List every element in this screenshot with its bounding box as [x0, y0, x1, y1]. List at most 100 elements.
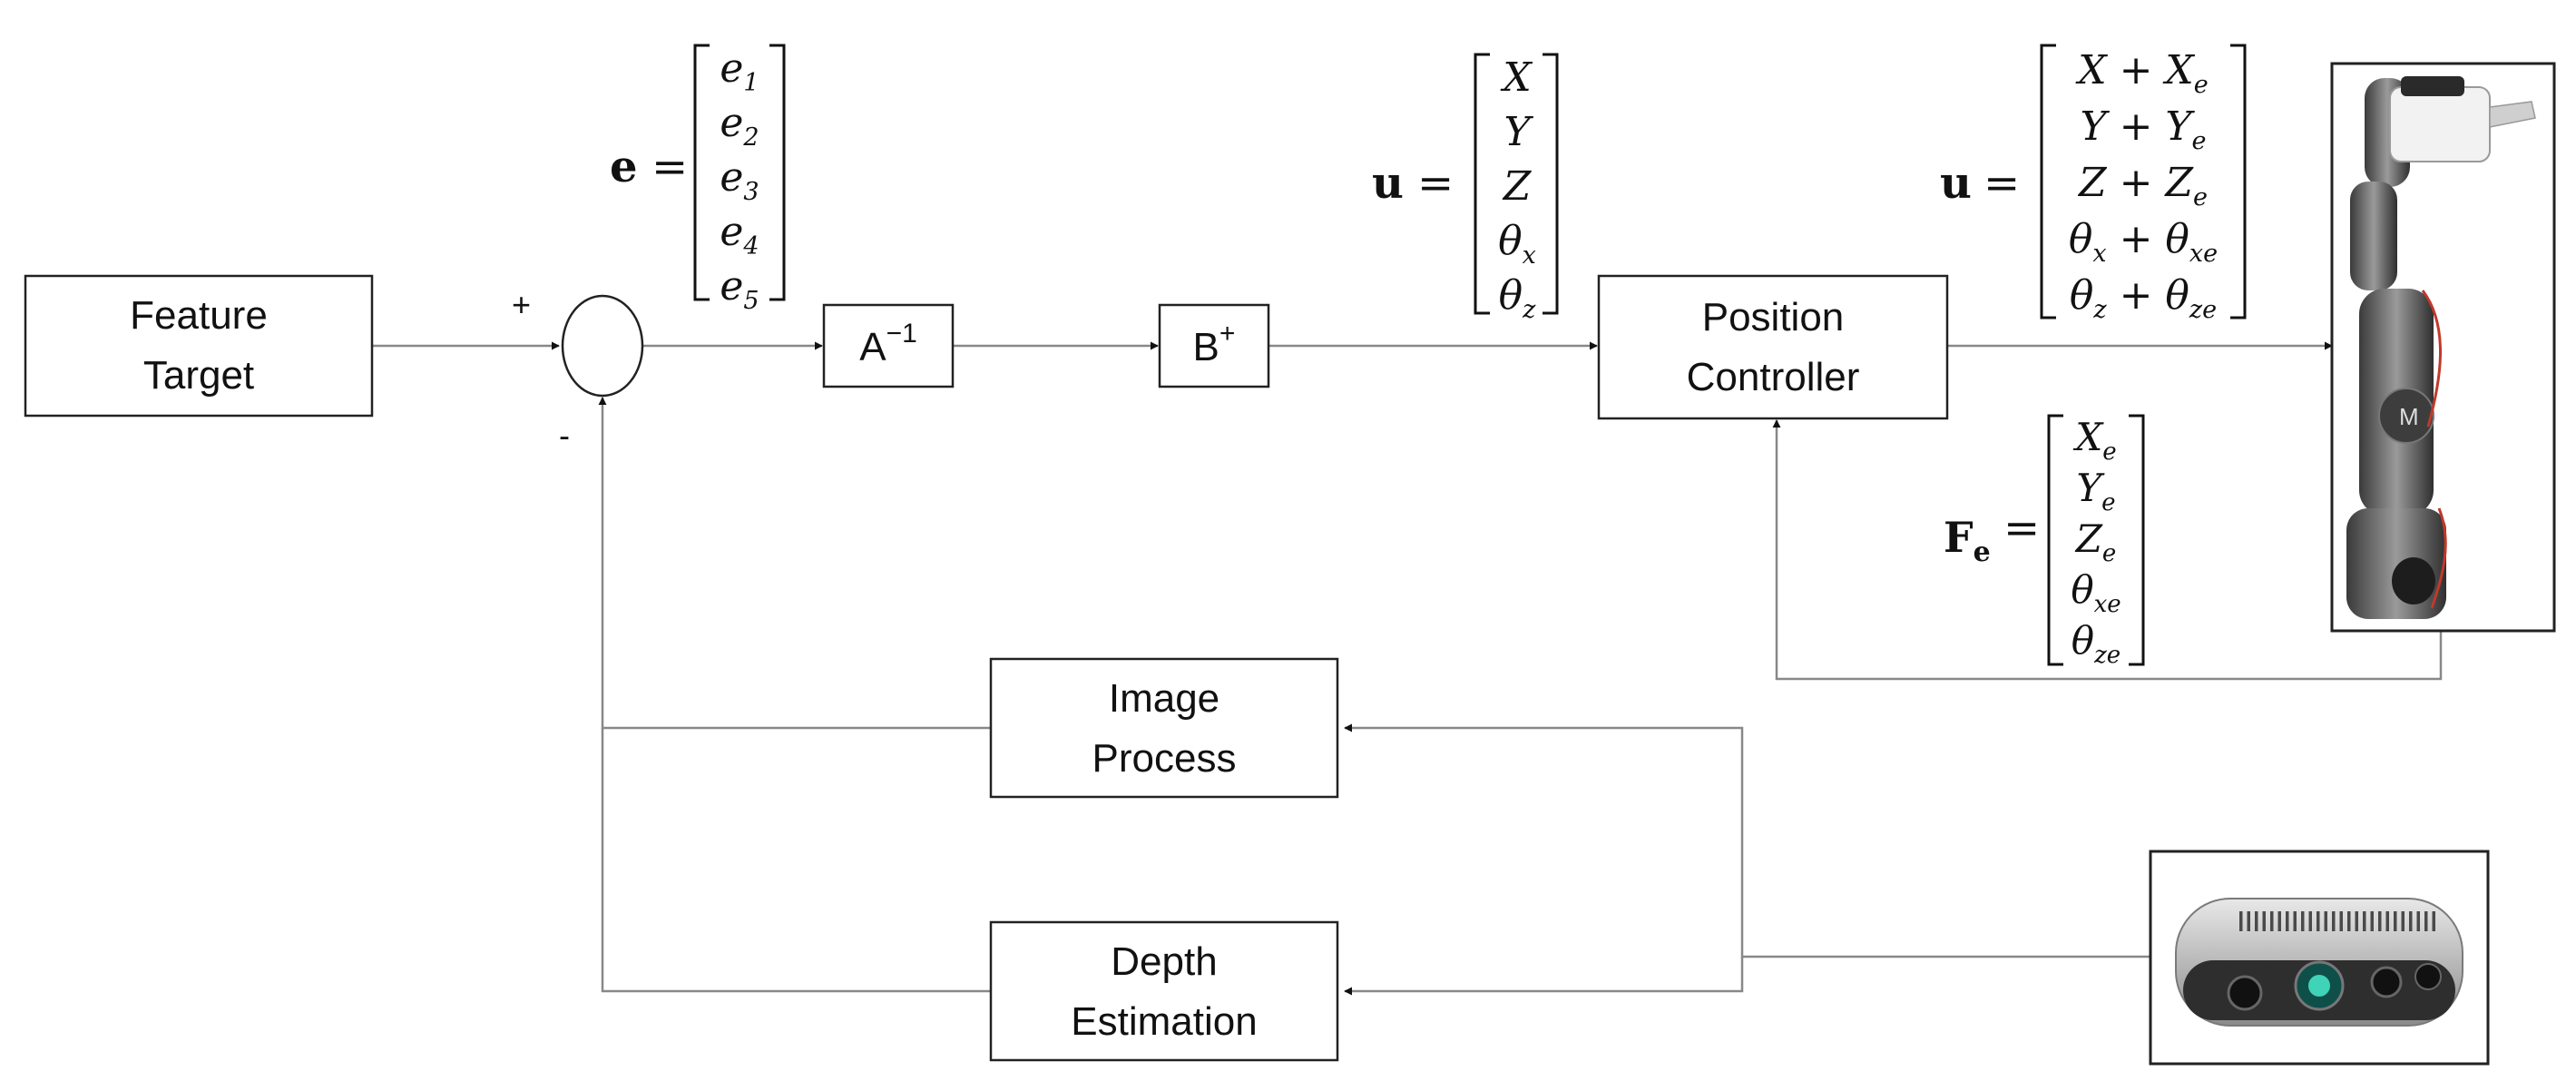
feature-target-box — [24, 274, 374, 418]
camera-vent-slit — [2370, 911, 2374, 931]
line-camera-to-depth — [1344, 957, 1744, 996]
vector-entry: X — [1500, 54, 1533, 101]
vector-entry: θx — [1498, 218, 1536, 270]
camera-vent-slit — [2286, 911, 2289, 931]
vector-entry: e4 — [720, 209, 759, 260]
u-vector-right-bracket — [1543, 53, 1559, 315]
a-inverse-label: A−1 — [859, 319, 917, 369]
vector-entry: e5 — [720, 263, 759, 315]
robot-arm-picture: M — [2330, 62, 2556, 633]
camera-vent-slit — [2347, 911, 2351, 931]
vector-entry: Z — [1502, 163, 1533, 210]
camera-vent-slit — [2409, 911, 2413, 931]
image-process-label-2: Process — [1092, 736, 1237, 781]
a-inverse-box — [822, 303, 955, 388]
image-process-label-1: Image — [1109, 676, 1219, 721]
camera-vent-slit — [2385, 911, 2389, 931]
vector-entry: Y + Ye — [2081, 103, 2207, 155]
vector-entry: θx + θxe — [2069, 216, 2218, 268]
camera-vent-slit — [2277, 911, 2281, 931]
svg-text:M: M — [2399, 403, 2419, 430]
vector-entry: Ye — [2076, 466, 2115, 516]
camera-vent-slit — [2262, 911, 2266, 931]
camera-vents — [2239, 911, 2435, 931]
vector-entry: e1 — [720, 45, 759, 97]
feature-target-label-1: Feature — [130, 293, 268, 338]
image-process-box — [989, 657, 1339, 799]
error-vector-symbol: e — [610, 142, 638, 192]
camera-vent-slit — [2332, 911, 2336, 931]
summing-junction-circle — [561, 294, 644, 398]
b-plus-box — [1158, 303, 1270, 388]
camera-vent-slit — [2416, 911, 2420, 931]
camera-vent-slit — [2247, 911, 2250, 931]
position-controller-block: Position Controller — [1597, 274, 1949, 420]
force-vector-left-bracket — [2047, 414, 2063, 666]
image-process-block: Image Process — [989, 657, 1339, 799]
camera-vent-slit — [2394, 911, 2397, 931]
camera-vent-slit — [2401, 911, 2405, 931]
u-vector-left-bracket — [1474, 53, 1490, 315]
u-vector-equals: = — [1417, 158, 1454, 209]
vector-entry: θz — [1499, 272, 1537, 324]
camera-vent-slit — [2424, 911, 2428, 931]
camera-vent-slit — [2432, 911, 2435, 931]
vector-entry: Ze — [2074, 516, 2117, 567]
camera-vent-slit — [2270, 911, 2274, 931]
error-vector-left-bracket — [693, 44, 710, 301]
vector-entry: e2 — [720, 100, 759, 152]
depth-estimation-label-1: Depth — [1111, 939, 1217, 984]
error-vector-equals: = — [651, 142, 688, 192]
depth-estimation-box — [989, 920, 1339, 1062]
plus-sign: + — [512, 286, 531, 323]
camera-vent-slit — [2308, 911, 2312, 931]
b-plus-block: B+ — [1158, 303, 1270, 388]
u-total-vector-left-bracket — [2040, 44, 2056, 319]
minus-sign: - — [559, 417, 570, 454]
feature-target-block: Feature Target — [24, 274, 374, 418]
camera-vent-slit — [2363, 911, 2366, 931]
vector-entry: Z + Ze — [2077, 160, 2208, 211]
line-depth-to-sum — [601, 728, 991, 993]
force-vector-right-bracket — [2129, 414, 2145, 666]
b-plus-label: B+ — [1193, 319, 1236, 369]
vector-entry: Y — [1503, 109, 1533, 155]
summing-junction: + - — [512, 286, 644, 454]
feature-target-label-2: Target — [143, 353, 254, 398]
camera-vent-slit — [2324, 911, 2327, 931]
camera-vent-slit — [2378, 911, 2382, 931]
vector-entry: θze — [2072, 618, 2121, 669]
camera-vent-slit — [2355, 911, 2358, 931]
line-force-feedback — [1772, 419, 2443, 681]
position-controller-label-1: Position — [1702, 295, 1845, 339]
camera-vent-slit — [2293, 911, 2297, 931]
vector-entry: e3 — [720, 154, 759, 206]
camera-vent-slit — [2255, 911, 2258, 931]
camera-vent-slit — [2339, 911, 2343, 931]
u-total-vector-right-bracket — [2230, 44, 2247, 319]
error-vector-right-bracket — [769, 44, 786, 301]
position-controller-label-2: Controller — [1687, 355, 1860, 399]
line-camera-to-image-process — [1344, 723, 2150, 958]
vector-entry: θz + θze — [2070, 272, 2217, 324]
camera-vent-slit — [2316, 911, 2320, 931]
position-controller-box — [1597, 274, 1949, 420]
force-vector-equals: = — [2003, 503, 2040, 554]
camera-vent-slit — [2301, 911, 2305, 931]
signal-lines — [372, 341, 2443, 996]
a-inverse-block: A−1 — [822, 303, 955, 388]
force-vector-symbol: Fe — [1944, 513, 1991, 568]
robot-arm-icon: M — [2346, 76, 2536, 619]
vector-entry: Xe — [2072, 415, 2116, 466]
u-total-vector-equals: = — [1983, 158, 2020, 209]
camera-vent-slit — [2239, 911, 2243, 931]
